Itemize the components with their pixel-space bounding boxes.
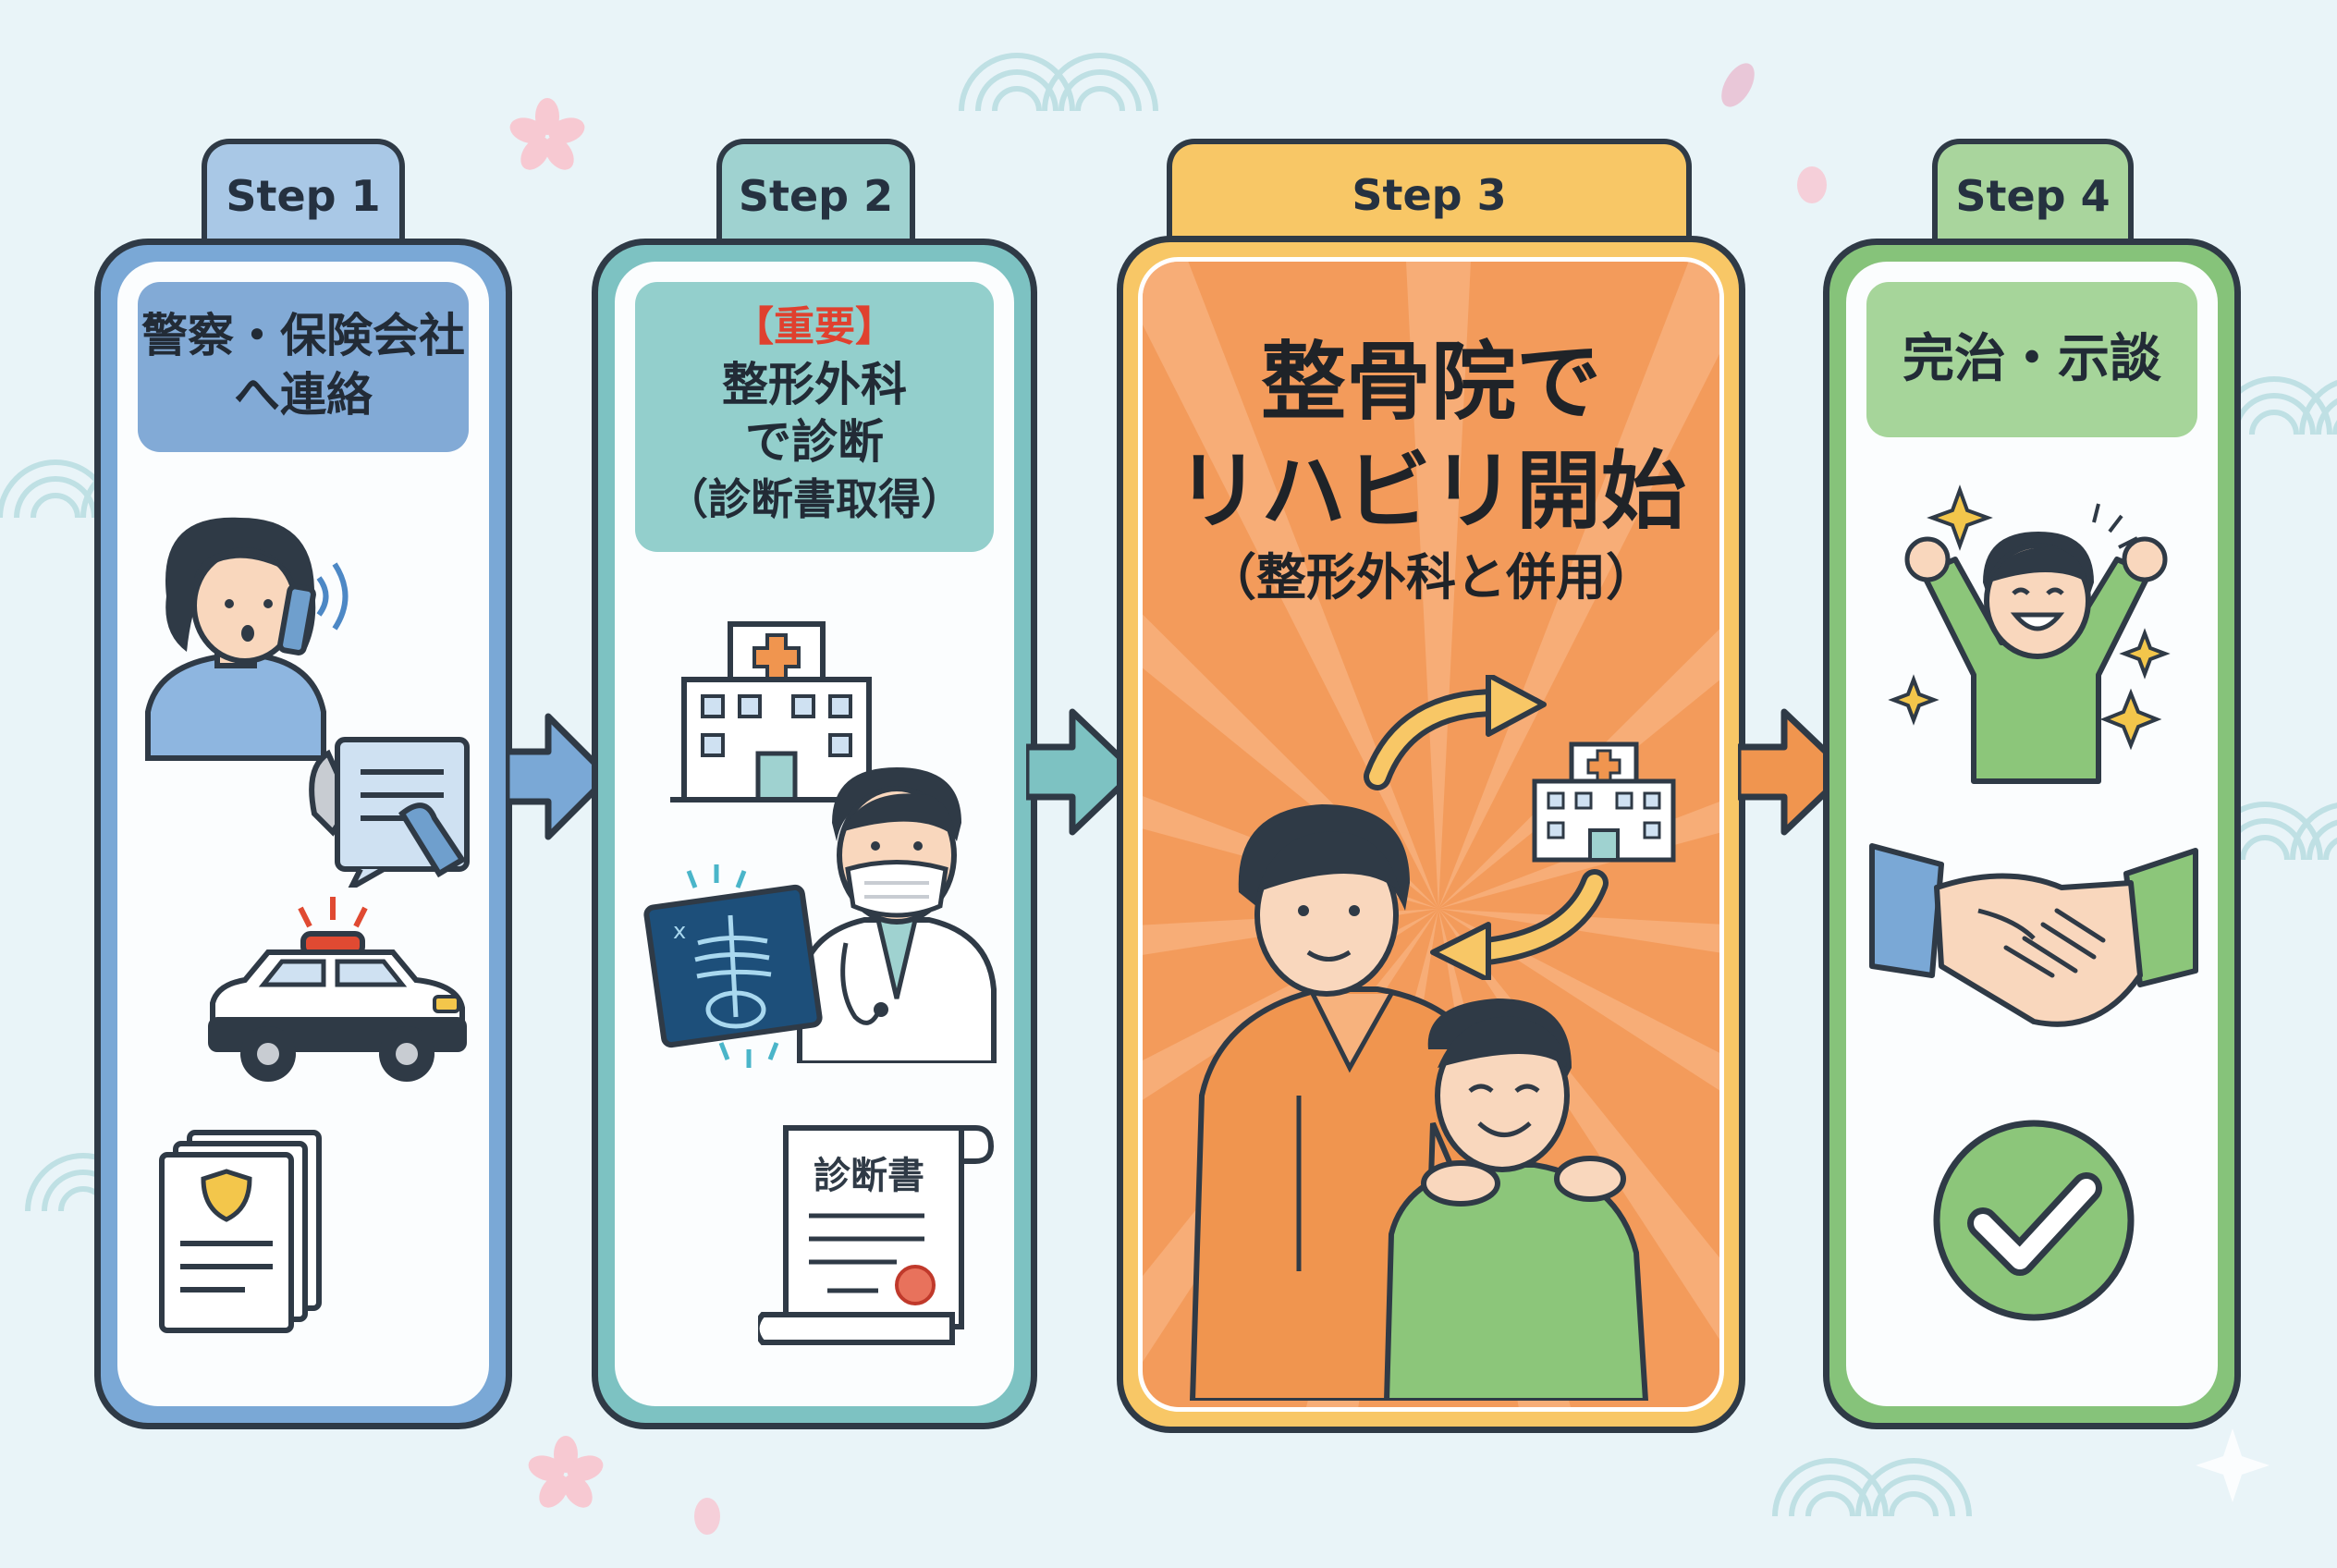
step-2-title: 【重要】 整形外科 で診断 （診断書取得） — [635, 282, 994, 552]
police-report-icon — [159, 1130, 322, 1333]
important-label: 【重要】 — [733, 303, 896, 350]
step-2-tab-label: Step 2 — [738, 171, 894, 221]
step-2-tab: Step 2 — [716, 139, 915, 250]
step-4-tab: Step 4 — [1932, 139, 2134, 250]
doctor-icon — [797, 767, 997, 1063]
xray-icon: x — [643, 864, 823, 1068]
celebrating-person-icon — [1888, 484, 2171, 784]
police-car-icon — [208, 897, 467, 1082]
cycle-arrows-icon — [1364, 675, 1609, 980]
hospital-icon — [670, 621, 883, 802]
step-1-title: 警察・保険会社 へ連絡 — [138, 282, 469, 452]
therapist-patient-icon — [1189, 804, 1649, 1401]
step-3-subtitle: （整形外科と併用） — [1206, 548, 1656, 606]
handshake-icon — [1869, 843, 2198, 1027]
clinic-hospital-icon — [1532, 741, 1676, 863]
medical-certificate-icon: 診断書 — [758, 1125, 995, 1345]
step-3-tab-label: Step 3 — [1352, 170, 1507, 220]
step-3-title: 整骨院で リハビリ開始 — [1175, 333, 1686, 541]
step-4-card: 完治・示談 — [1823, 239, 2241, 1429]
phone-call-person-icon — [145, 517, 349, 761]
step-4-tab-label: Step 4 — [1955, 171, 2111, 221]
arrow-step3-to-step4-icon — [1738, 708, 1851, 836]
svg-text:x: x — [673, 918, 686, 944]
step-1-tab-label: Step 1 — [226, 171, 381, 221]
checkmark-icon — [1933, 1120, 2135, 1321]
arrow-step1-to-step2-icon — [507, 713, 612, 840]
step-1-tab: Step 1 — [202, 139, 405, 250]
certificate-label: 診断書 — [814, 1155, 924, 1197]
step-4-title: 完治・示談 — [1866, 282, 2197, 437]
insurance-document-icon — [309, 737, 470, 888]
step-3-tab: Step 3 — [1167, 139, 1692, 248]
arrow-step2-to-step3-icon — [1026, 708, 1139, 836]
